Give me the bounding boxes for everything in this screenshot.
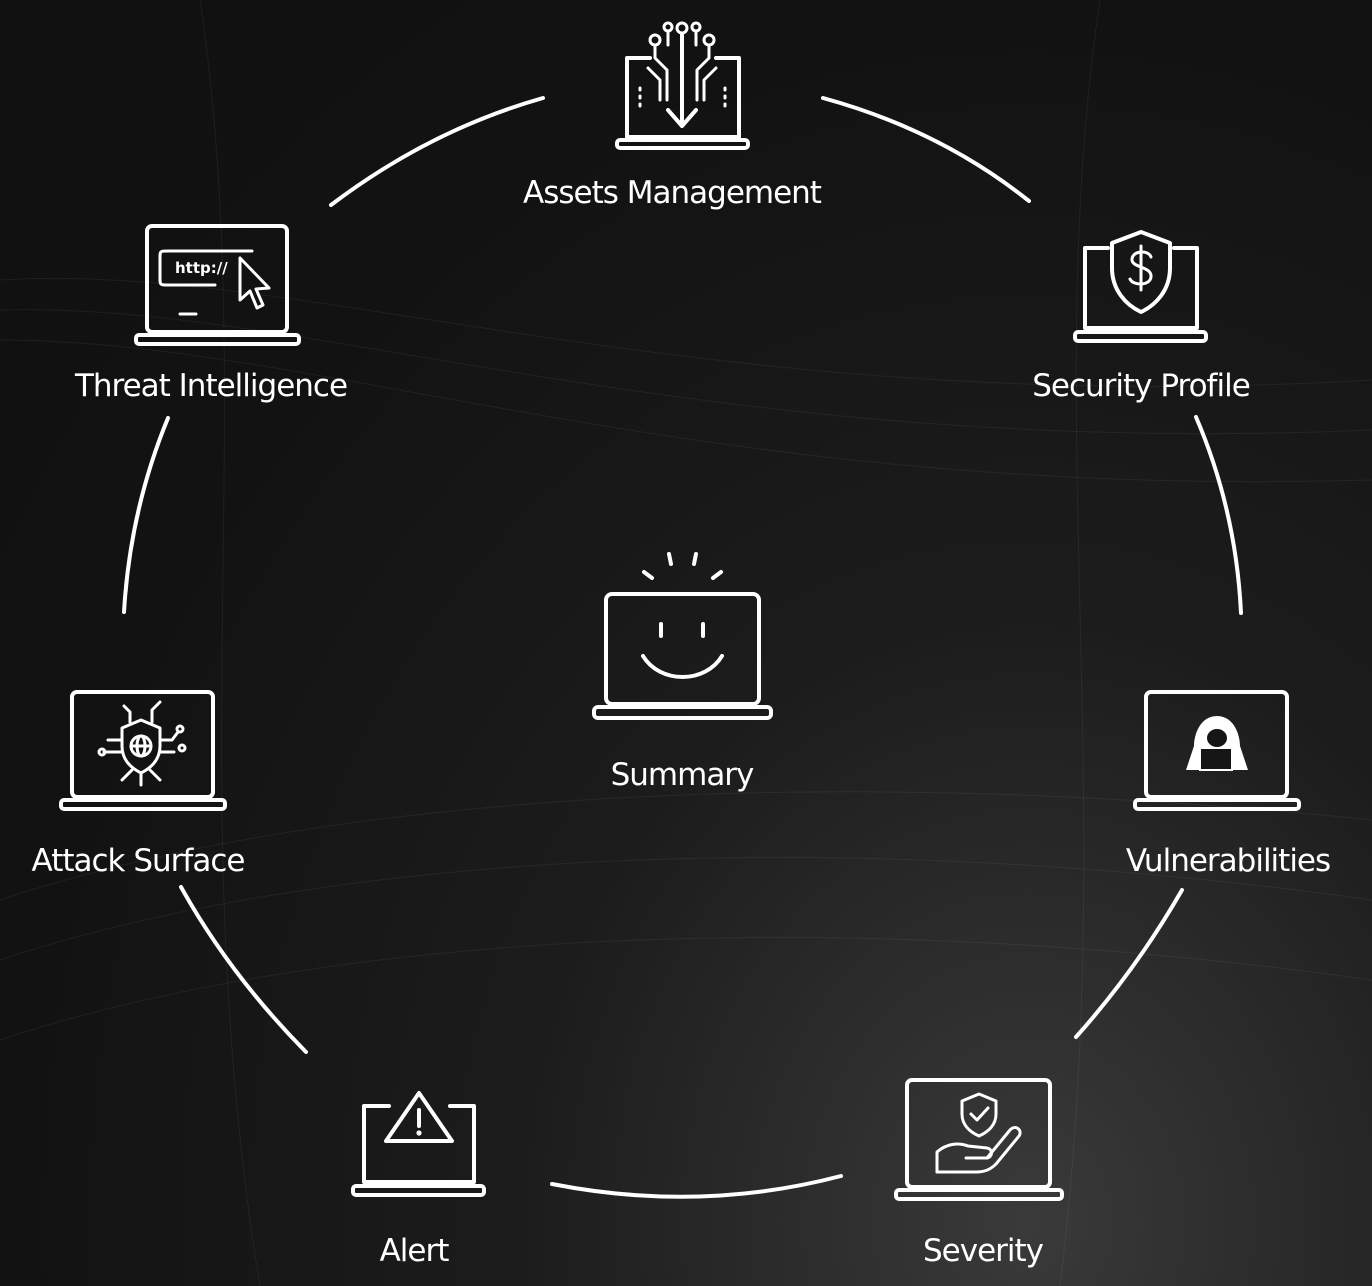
node-label: Security Profile <box>1032 368 1250 404</box>
node-label: Assets Management <box>523 175 822 211</box>
node-threat-intelligence[interactable]: http:// Threat Intelligence <box>74 224 348 404</box>
dollar-shield-laptop-icon <box>1073 230 1208 343</box>
arc-alert-to-attack <box>179 885 308 1054</box>
node-assets-management[interactable]: Assets Management <box>523 21 823 211</box>
smiley-laptop-icon <box>592 552 773 720</box>
globe-chip-laptop-icon <box>59 690 227 811</box>
node-label: Summary <box>611 757 754 793</box>
node-security-profile[interactable]: Security Profile <box>1032 230 1251 404</box>
node-label: Alert <box>380 1233 450 1269</box>
node-label: Vulnerabilities <box>1126 843 1330 879</box>
arc-vulnerabilities-to-severity <box>1074 888 1184 1039</box>
node-alert[interactable]: Alert <box>351 1091 486 1269</box>
shield-hand-laptop-icon <box>894 1078 1064 1201</box>
arc-threat-to-assets <box>329 96 545 207</box>
warning-triangle-laptop-icon <box>351 1091 486 1197</box>
node-vulnerabilities[interactable]: Vulnerabilities <box>1126 690 1331 879</box>
node-attack-surface[interactable]: Attack Surface <box>32 690 245 879</box>
http-cursor-laptop-icon: http:// <box>134 224 301 346</box>
cycle-connectors <box>122 96 1243 1199</box>
node-label: Attack Surface <box>32 843 245 879</box>
arc-attack-to-threat <box>122 416 170 614</box>
hacker-laptop-icon <box>1133 690 1301 811</box>
arc-severity-to-alert <box>550 1174 843 1199</box>
node-label: Threat Intelligence <box>74 368 347 404</box>
arc-security-to-vulnerabilities <box>1194 415 1243 615</box>
circuit-download-laptop-icon <box>615 21 750 150</box>
node-summary[interactable]: Summary <box>592 552 773 793</box>
node-label: Severity <box>923 1233 1044 1269</box>
url-text: http:// <box>175 259 228 277</box>
arc-assets-to-security <box>821 96 1031 203</box>
node-severity[interactable]: Severity <box>894 1078 1064 1269</box>
